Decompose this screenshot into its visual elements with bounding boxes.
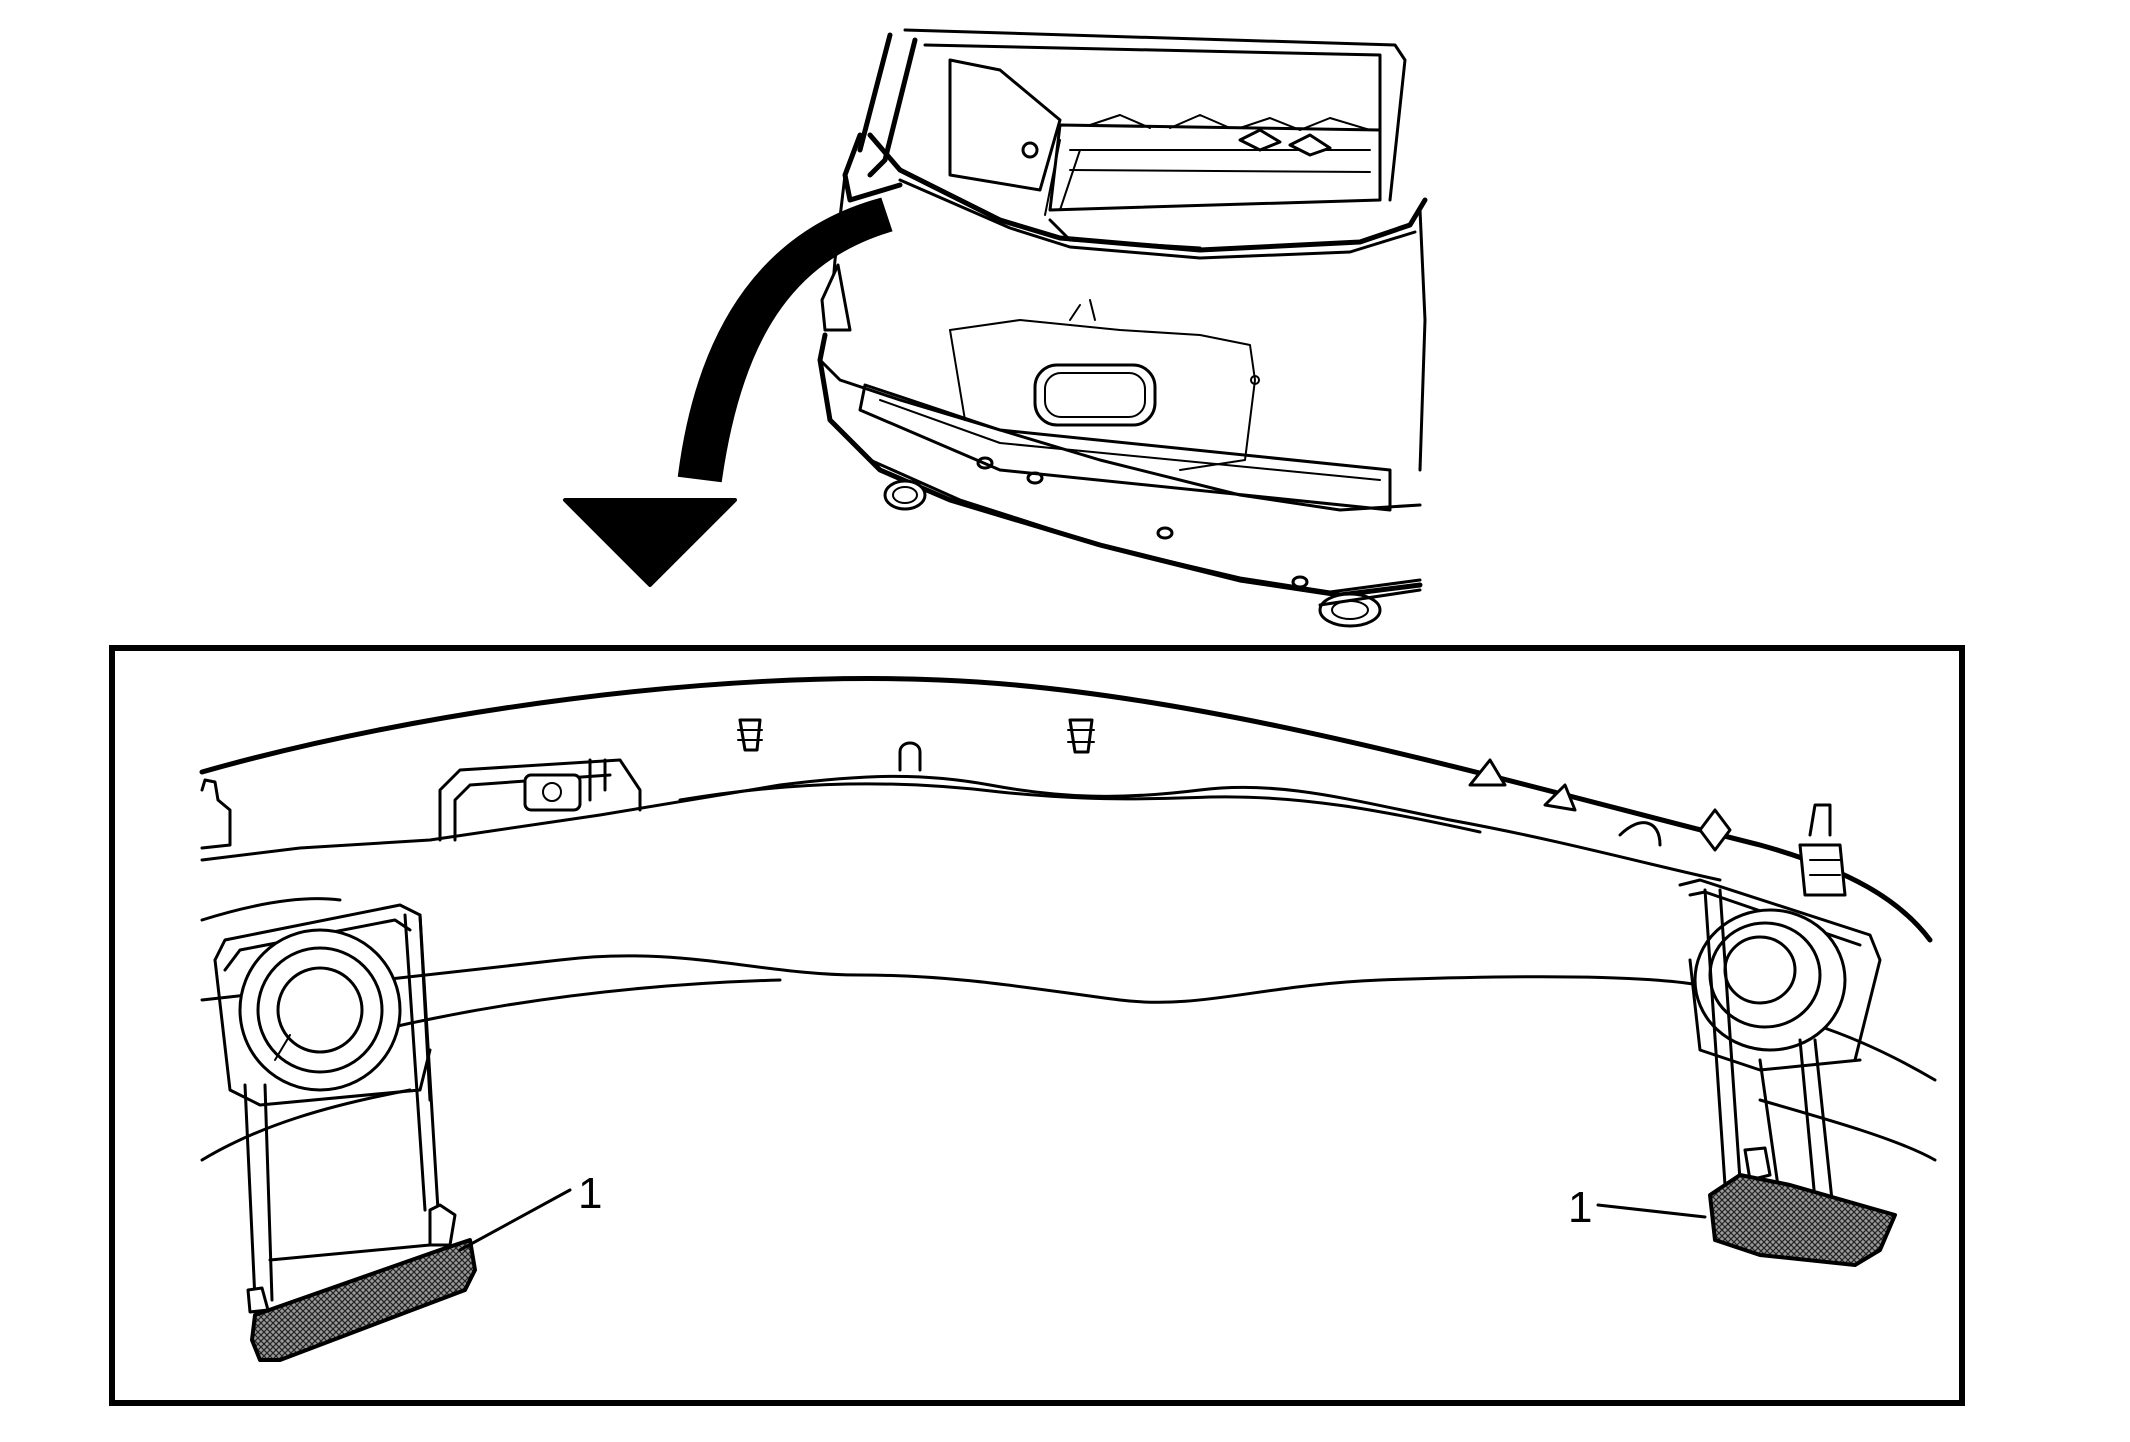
callout-leader-left bbox=[458, 1188, 572, 1252]
callout-label-left: 1 bbox=[578, 1169, 602, 1218]
curved-arrow-icon bbox=[563, 197, 893, 587]
rear-bumper-detail bbox=[199, 675, 1937, 1362]
left-step-pad-assembly bbox=[213, 903, 477, 1362]
callout-leader-right bbox=[1596, 1203, 1707, 1219]
callout-label-right: 1 bbox=[1568, 1183, 1592, 1232]
right-step-pad bbox=[1708, 1173, 1897, 1267]
right-step-pad-assembly bbox=[1678, 878, 1897, 1267]
fascia-retainer-clip bbox=[1067, 718, 1095, 754]
fascia-retainer-clip bbox=[737, 718, 763, 752]
vehicle-rear-overview bbox=[817, 28, 1428, 628]
detail-view-frame bbox=[109, 645, 1965, 1406]
